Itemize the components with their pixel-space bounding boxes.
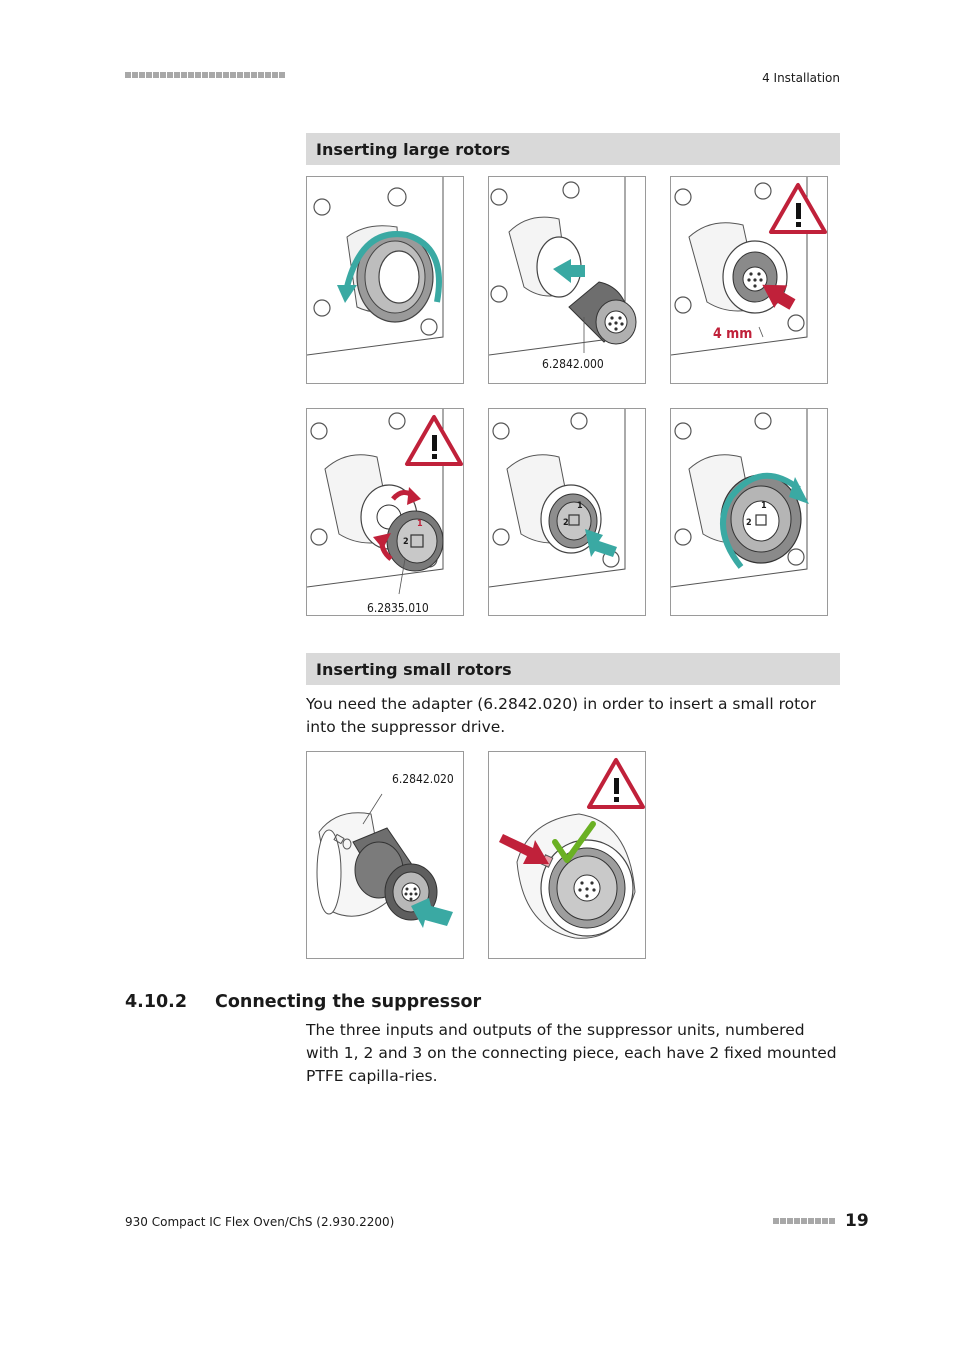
rotor-number-1: 1 <box>761 501 767 511</box>
section-paragraph: The three inputs and outputs of the supp… <box>306 1021 837 1085</box>
figure-panel-1 <box>306 176 464 384</box>
section-heading: Connecting the suppressor <box>215 992 482 1012</box>
figure-small-panel-2 <box>488 751 646 959</box>
header-squares <box>125 72 307 80</box>
part-label-6-2842-000: 6.2842.000 <box>542 357 604 371</box>
figure-panel-4: 1 2 6.2835.010 <box>306 408 464 616</box>
rotor-number-2: 2 <box>746 518 752 528</box>
section-number: 4.10.2 <box>125 992 188 1012</box>
figure-panel-5: 1 2 <box>488 408 646 616</box>
footer-doc-title: 930 Compact IC Flex Oven/ChS (2.930.2200… <box>125 1215 395 1229</box>
section-bar-large-rotors: Inserting large rotors <box>306 133 840 165</box>
figure-panel-2: 6.2842.000 <box>488 176 646 384</box>
section-title-large-rotors: Inserting large rotors <box>316 139 511 159</box>
dimension-label-4mm: 4 mm <box>713 326 753 342</box>
rotor-number-1: 1 <box>417 519 423 529</box>
rotor-number-1: 1 <box>577 501 583 511</box>
rotor-number-2: 2 <box>563 518 569 528</box>
page-number: 19 <box>845 1211 869 1231</box>
figure-panel-3: 4 mm <box>670 176 828 384</box>
part-label-6-2835-010: 6.2835.010 <box>367 601 429 615</box>
header-section: 4 Installation <box>762 71 840 85</box>
small-rotors-paragraph: You need the adapter (6.2842.020) in ord… <box>306 695 817 736</box>
figure-small-panel-1: 6.2842.020 <box>306 751 464 959</box>
section-bar-small-rotors: Inserting small rotors <box>306 653 840 685</box>
part-label-6-2842-020: 6.2842.020 <box>392 772 454 786</box>
section-title-small-rotors: Inserting small rotors <box>316 659 512 679</box>
footer-squares <box>773 1218 836 1224</box>
rotor-number-2: 2 <box>403 537 409 547</box>
figure-panel-6: 1 2 <box>670 408 828 616</box>
